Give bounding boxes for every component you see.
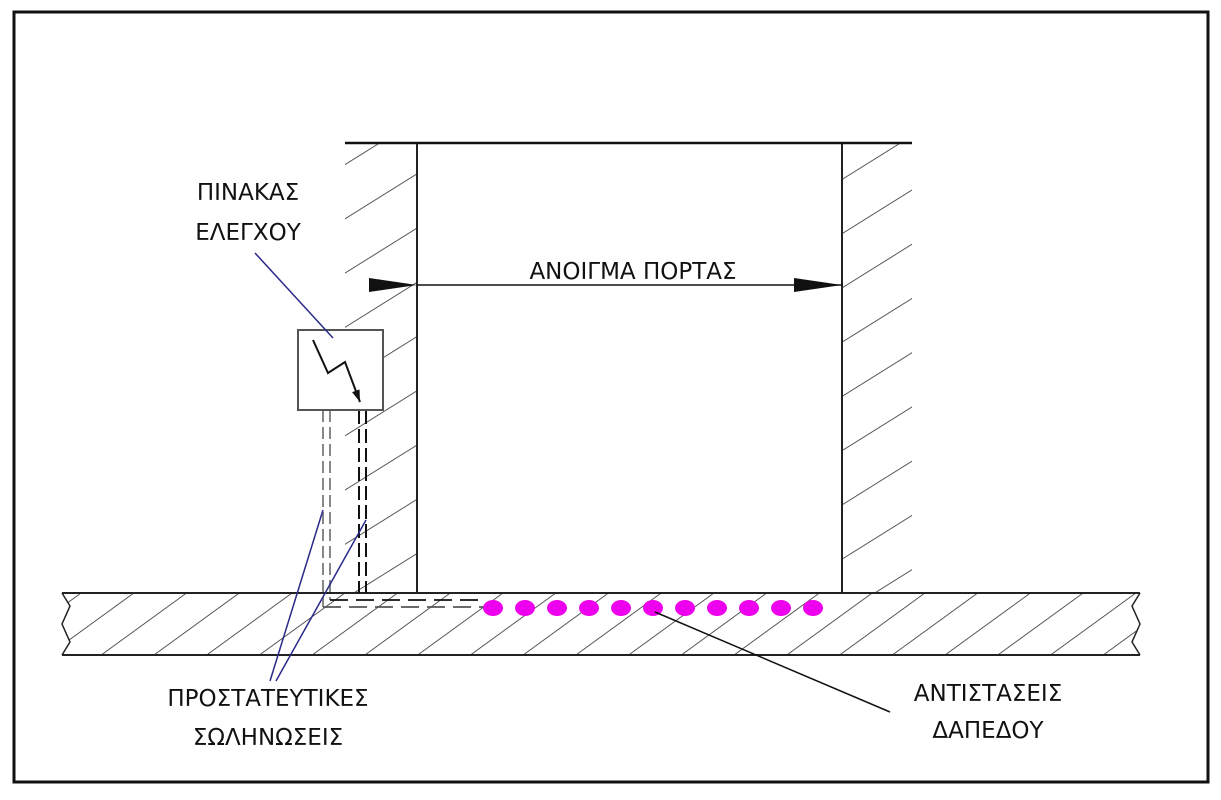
door-opening-label: ΑΝΟΙΓΜΑ ΠΟΡΤΑΣ xyxy=(529,259,736,285)
conduit-leader-2 xyxy=(275,519,367,682)
heater-element xyxy=(739,600,759,616)
heater-element xyxy=(611,600,631,616)
conduits-label-1: ΠΡΟΣΤΑΤΕΥΤΙΚΕΣ xyxy=(167,686,368,712)
heater-element xyxy=(547,600,567,616)
conduits-label-2: ΣΩΛΗΝΩΣΕΙΣ xyxy=(193,725,343,751)
conduit-leader-1 xyxy=(269,509,324,682)
heater-element xyxy=(803,600,823,616)
frame-border xyxy=(12,10,1210,784)
heater-element xyxy=(643,600,663,616)
heater-element xyxy=(579,600,599,616)
control-panel xyxy=(297,329,384,411)
heaters-leader xyxy=(654,611,891,713)
control-panel-leader xyxy=(254,252,334,339)
control-panel-label-1: ΠΙΝΑΚΑΣ xyxy=(197,180,299,206)
heaters-label-2: ΔΑΠΕΔΟΥ xyxy=(932,718,1044,744)
right-wall xyxy=(841,143,912,593)
heater-element xyxy=(707,600,727,616)
heater-element xyxy=(771,600,791,616)
heater-element xyxy=(515,600,535,616)
control-panel-label-2: ΕΛΕΓΧΟΥ xyxy=(195,220,301,246)
heater-element xyxy=(483,600,503,616)
heaters-label-1: ΑΝΤΙΣΤΑΣΕΙΣ xyxy=(914,681,1062,707)
floor-heaters xyxy=(483,600,823,616)
floor-slab xyxy=(61,580,1141,656)
heater-element xyxy=(675,600,695,616)
lightning-bolt-icon xyxy=(312,339,361,403)
protective-conduits xyxy=(322,410,485,608)
